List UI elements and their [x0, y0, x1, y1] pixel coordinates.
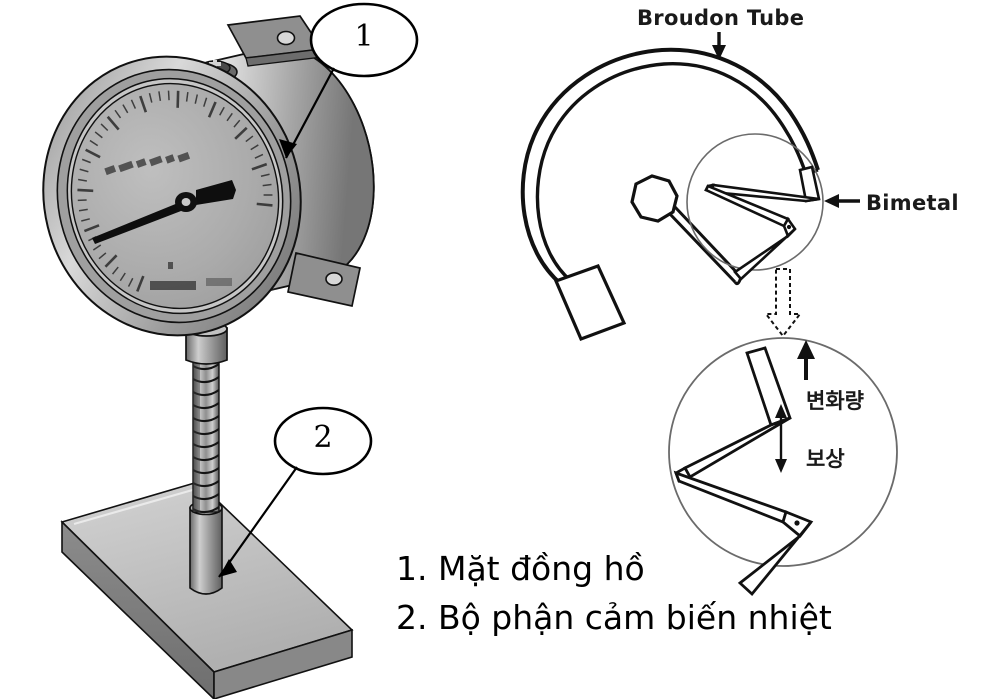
caption-item-2: 2. Bộ phận cảm biến nhiệt [396, 598, 832, 637]
tube-socket-block [553, 263, 627, 342]
callout-1-number: 1 [354, 19, 374, 54]
armored-flexible-stem [192, 356, 220, 514]
dial-scale-text [104, 151, 191, 176]
octagonal-hub [630, 174, 679, 223]
callout-1[interactable] [279, 2, 419, 159]
label-broudon-tube: Broudon Tube [637, 6, 805, 30]
bimetal-zigzag-strip [704, 165, 821, 281]
callout-2-number: 2 [313, 420, 333, 455]
detail-circle-top [686, 133, 824, 271]
callout-2[interactable] [218, 406, 373, 578]
arrow-up-change [797, 340, 815, 380]
bimetal-zigzag-strip-zoom [673, 346, 814, 597]
dashed-block-arrow-down [763, 268, 803, 338]
mounting-bracket-lower [286, 251, 362, 308]
pointer-needle [92, 180, 236, 244]
label-compensation: 보상 [806, 447, 845, 471]
detail-circle-zoom [668, 337, 898, 567]
arrow-left-bimetal [824, 194, 860, 208]
dial-face [70, 82, 280, 310]
dial-minor-ticks [77, 90, 273, 292]
dial-brand-text [150, 262, 232, 290]
caption-item-1: 1. Mặt đồng hồ [396, 549, 645, 588]
label-bimetal: Bimetal [866, 191, 959, 215]
arrow-double-compensation [775, 404, 787, 473]
arrow-down-broudon [712, 32, 726, 60]
label-change-amount: 변화량 [806, 389, 864, 413]
link-rod [667, 205, 743, 286]
